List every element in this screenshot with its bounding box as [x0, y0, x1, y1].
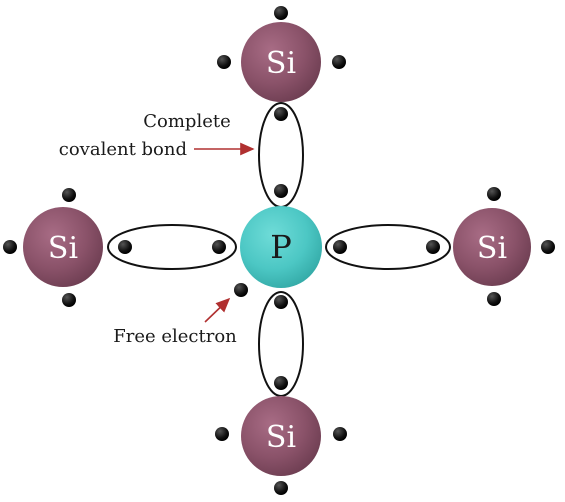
phosphorus-atom: P — [240, 206, 322, 288]
valence-electron — [333, 427, 347, 441]
silicon-atom-bottom: Si — [241, 396, 321, 476]
bond-electron — [274, 295, 288, 309]
silicon-left-label: Si — [48, 231, 78, 266]
bond-label-line2: covalent bond — [59, 139, 187, 160]
bond-ellipse-right — [325, 224, 451, 270]
valence-electron — [62, 293, 76, 307]
bond-electron — [274, 376, 288, 390]
bond-electron — [118, 240, 132, 254]
bond-electron — [274, 107, 288, 121]
valence-electron — [274, 6, 288, 20]
valence-electron — [332, 55, 346, 69]
bond-electron — [426, 240, 440, 254]
silicon-bottom-label: Si — [266, 420, 296, 455]
silicon-atom-top: Si — [241, 22, 321, 102]
silicon-right-label: Si — [477, 231, 507, 266]
valence-electron — [62, 188, 76, 202]
bond-electron — [212, 240, 226, 254]
valence-electron — [487, 292, 501, 306]
silicon-top-label: Si — [266, 46, 296, 81]
valence-electron — [274, 481, 288, 495]
valence-electron — [3, 240, 17, 254]
free-electron-label: Free electron — [113, 326, 237, 347]
silicon-atom-right: Si — [453, 208, 531, 286]
valence-electron — [217, 55, 231, 69]
phosphorus-label: P — [270, 228, 292, 266]
valence-electron — [215, 427, 229, 441]
bond-label-line1: Complete — [143, 111, 231, 132]
bond-ellipse-left — [107, 224, 237, 270]
valence-electron — [541, 240, 555, 254]
silicon-atom-left: Si — [23, 207, 103, 287]
free-electron — [234, 283, 248, 297]
valence-electron — [487, 187, 501, 201]
bond-electron — [274, 184, 288, 198]
free-electron-pointer-arrow — [204, 297, 231, 323]
bond-electron — [333, 240, 347, 254]
